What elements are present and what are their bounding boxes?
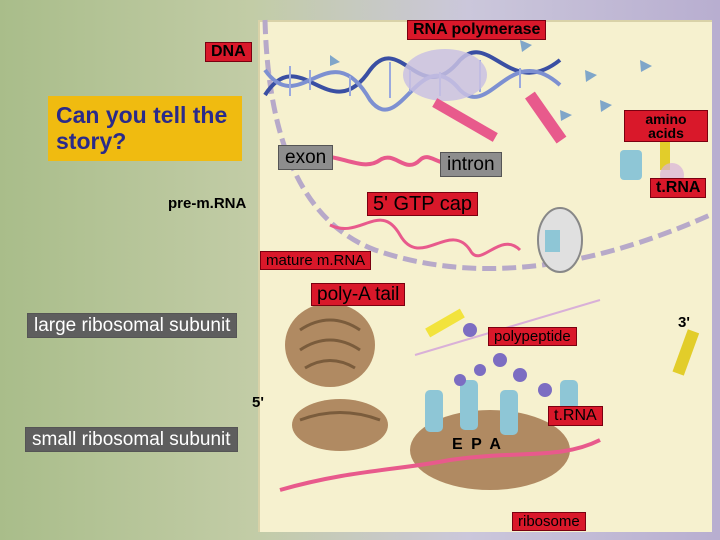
epa-sites-label: E P A xyxy=(452,436,503,453)
pre-mrna-label: pre-m.RNA xyxy=(168,195,247,212)
polypeptide-icon xyxy=(454,323,552,397)
poly-a-tail-label: poly-A tail xyxy=(311,283,406,306)
polypeptide-label: polypeptide xyxy=(488,327,577,346)
large-ribosomal-subunit-label: large ribosomal subunit xyxy=(27,313,238,338)
amino-acids-label: amino acids xyxy=(624,110,708,142)
pre-mrna-strand-icon xyxy=(299,91,567,167)
exon-label: exon xyxy=(278,145,334,170)
small-ribosomal-subunit-label: small ribosomal subunit xyxy=(25,427,238,452)
trna-icon-gray xyxy=(537,207,583,273)
mature-mrna-label: mature m.RNA xyxy=(260,251,372,270)
three-prime-strand-icon xyxy=(672,329,700,376)
large-ribosomal-subunit-icon xyxy=(285,303,375,387)
ribosome-icon xyxy=(279,299,601,492)
dna-label: DNA xyxy=(205,42,252,62)
gtp-cap-label: 5' GTP cap xyxy=(367,192,479,216)
rna-polymerase-label: RNA polymerase xyxy=(407,20,547,40)
nuclear-envelope xyxy=(262,19,712,272)
mature-mrna-strand-icon xyxy=(329,218,522,258)
ribosome-label: ribosome xyxy=(512,512,586,531)
small-ribosomal-subunit-icon xyxy=(292,399,388,451)
trna-label-bottom: t.RNA xyxy=(548,406,603,426)
three-prime-label: 3' xyxy=(678,314,690,331)
intron-label: intron xyxy=(440,152,502,177)
question-box: Can you tell the story? xyxy=(48,96,242,161)
nucleotides-icon xyxy=(330,40,652,121)
poly-a-tail-icon xyxy=(425,308,465,338)
rna-polymerase-icon xyxy=(403,49,487,101)
five-prime-label: 5' xyxy=(252,394,264,411)
trna-label-top: t.RNA xyxy=(650,178,707,198)
trna-icon-bottom xyxy=(425,380,578,435)
